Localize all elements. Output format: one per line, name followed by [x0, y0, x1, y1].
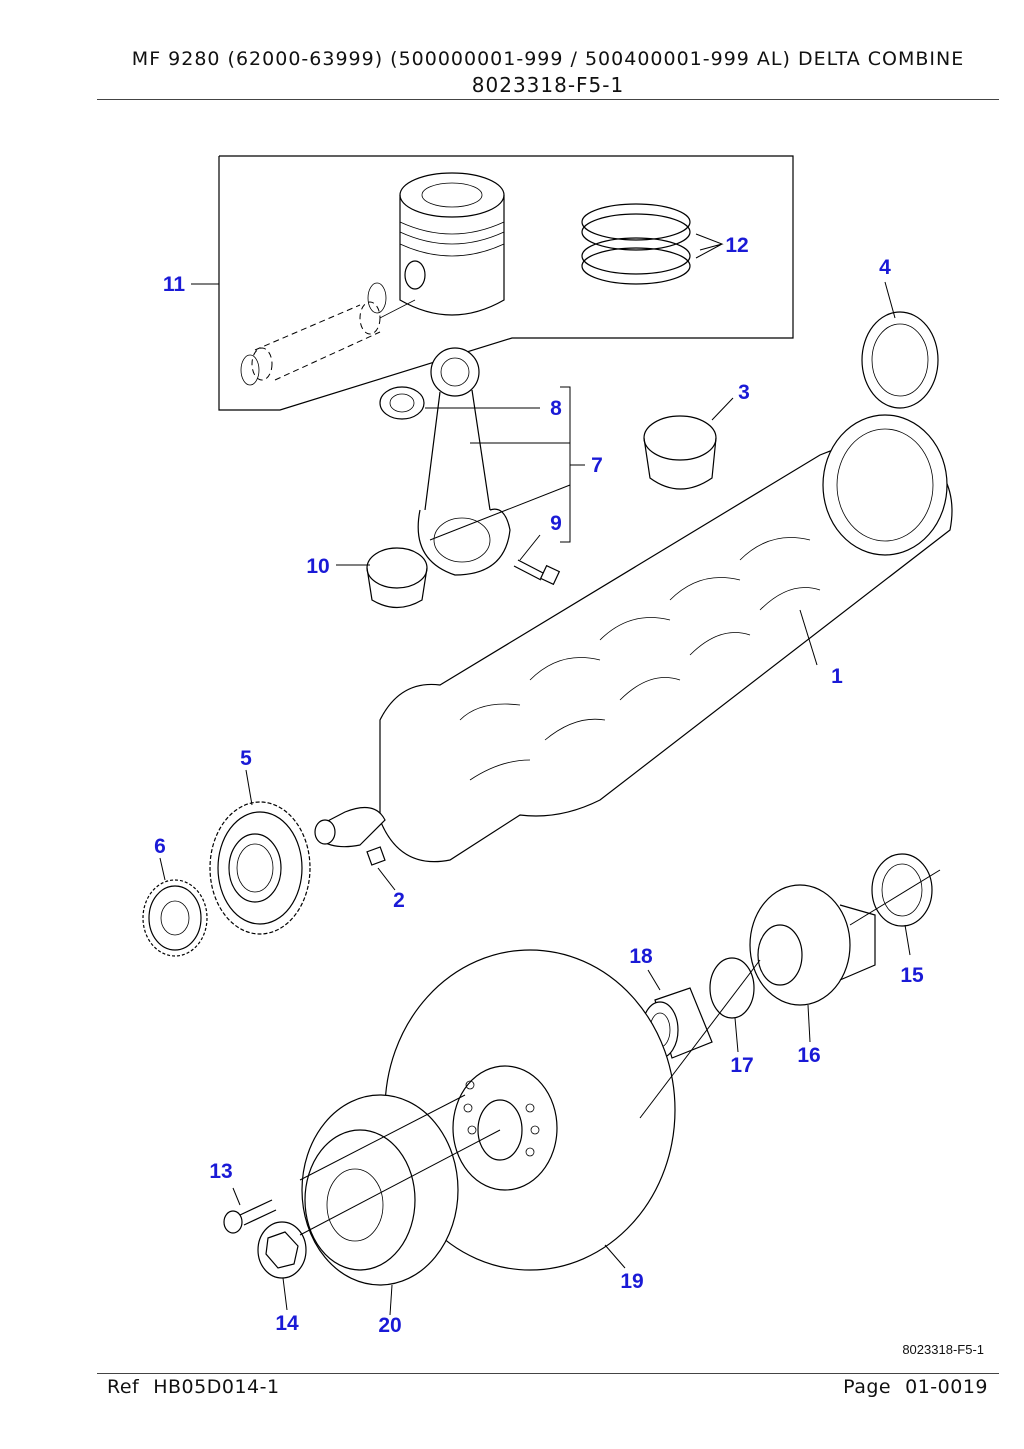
ref-value: HB05D014-1: [153, 1376, 280, 1398]
leader-lines: [159, 233, 941, 1316]
con-rod-bolt: [513, 559, 561, 586]
callout-16: 16: [797, 1044, 820, 1067]
piston-pin: [240, 282, 416, 386]
callout-12: 12: [725, 234, 748, 257]
o-ring: [709, 957, 755, 1019]
callout-20: 20: [378, 1314, 401, 1337]
small-end-bush: [379, 386, 425, 420]
callout-4: 4: [879, 256, 891, 279]
footer-divider: [97, 1373, 999, 1374]
callout-19: 19: [620, 1270, 643, 1293]
crankshaft-gear: [209, 801, 311, 935]
callout-14: 14: [275, 1312, 299, 1335]
callout-3: 3: [738, 381, 750, 404]
oil-seal: [871, 853, 933, 927]
page-label: Page: [843, 1376, 892, 1398]
piston-kit-box: [218, 155, 794, 411]
callout-11: 11: [163, 273, 186, 296]
figure-id: 8023318-F5-1: [902, 1342, 984, 1357]
dowel-pin: [366, 846, 386, 866]
idler-gear: [142, 879, 208, 957]
page-number: 01-0019: [905, 1376, 988, 1398]
piston: [399, 172, 505, 316]
callout-8: 8: [550, 397, 562, 420]
header-divider: [97, 99, 999, 100]
page-title: MF 9280 (62000-63999) (500000001-999 / 5…: [131, 48, 965, 70]
callout-10: 10: [306, 555, 329, 578]
pulley: [301, 1094, 459, 1286]
callout-1: 1: [831, 665, 843, 688]
callout-13: 13: [209, 1160, 232, 1183]
callout-5: 5: [240, 747, 252, 770]
con-rod-bearing: [366, 547, 428, 609]
connecting-rod: [417, 347, 511, 576]
callout-6: 6: [154, 835, 166, 858]
footer-ref: Ref HB05D014-1: [107, 1376, 280, 1398]
callout-2: 2: [393, 889, 405, 912]
main-bearing: [643, 415, 717, 490]
callout-9: 9: [550, 512, 562, 535]
thrust-washer: [861, 311, 939, 409]
nut: [257, 1221, 307, 1279]
bolt: [223, 1199, 277, 1234]
piston-rings: [581, 203, 691, 285]
crankshaft: [314, 414, 953, 863]
flange: [749, 884, 876, 1006]
ref-label: Ref: [107, 1376, 140, 1398]
callout-18: 18: [629, 945, 653, 968]
callout-15: 15: [900, 964, 924, 987]
diagram-number: 8023318-F5-1: [471, 73, 625, 97]
footer-page: Page 01-0019: [843, 1376, 988, 1398]
callout-17: 17: [730, 1054, 753, 1077]
callout-7: 7: [591, 454, 603, 477]
